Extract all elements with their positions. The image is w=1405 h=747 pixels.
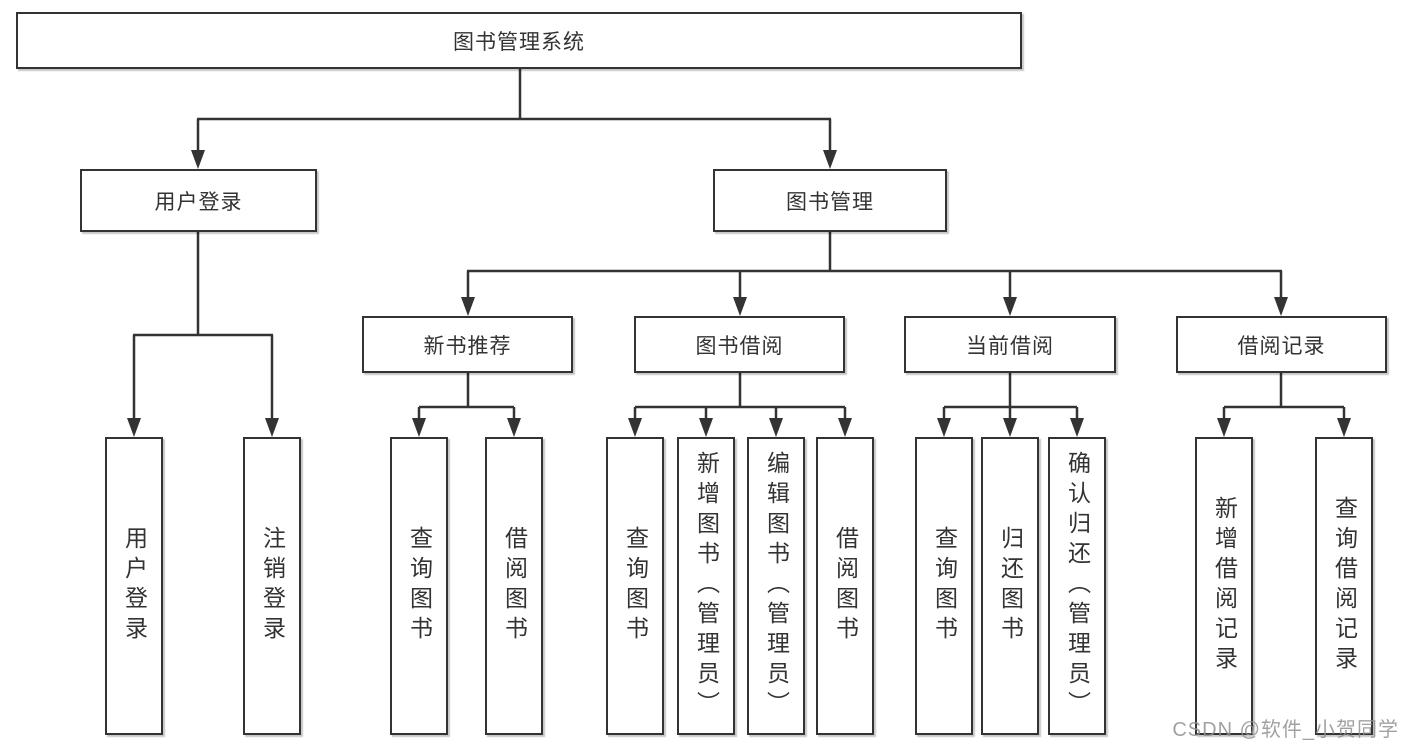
leaf-label: 确认归还（管理员） — [1064, 451, 1091, 721]
edge-record-to-leaves — [1217, 373, 1351, 437]
leaf-add-borrow-record: 新增借阅记录 — [1195, 437, 1253, 735]
leaf-borrow-search: 查询图书 — [606, 437, 664, 735]
leaf-label: 查询图书 — [622, 526, 649, 646]
edge-current-to-leaves — [937, 373, 1084, 437]
leaf-label: 新增图书（管理员） — [693, 451, 720, 721]
leaf-newbook-search: 查询图书 — [390, 437, 448, 735]
leaf-borrow-book: 借阅图书 — [816, 437, 874, 735]
leaf-user-login: 用户登录 — [105, 437, 163, 735]
leaf-borrow-edit-admin: 编辑图书（管理员） — [747, 437, 805, 735]
leaf-label: 新增借阅记录 — [1211, 496, 1238, 676]
edge-login-to-leaves — [127, 232, 279, 437]
node-book-borrowing: 图书借阅 — [634, 316, 845, 373]
node-root-system: 图书管理系统 — [16, 12, 1022, 69]
leaf-confirm-return-admin: 确认归还（管理员） — [1048, 437, 1106, 735]
leaf-label: 借阅图书 — [501, 526, 528, 646]
leaf-label: 查询图书 — [931, 526, 958, 646]
node-current-borrowing: 当前借阅 — [904, 316, 1116, 373]
leaf-label: 查询图书 — [406, 526, 433, 646]
leaf-label: 编辑图书（管理员） — [763, 451, 790, 721]
leaf-logout: 注销登录 — [243, 437, 301, 735]
edge-borrow-to-leaves — [628, 373, 852, 437]
node-new-book-recommend: 新书推荐 — [362, 316, 573, 373]
edge-management-to-groups — [461, 232, 1288, 316]
leaf-label: 查询借阅记录 — [1331, 496, 1358, 676]
node-borrowing-records: 借阅记录 — [1176, 316, 1387, 373]
leaf-newbook-borrow: 借阅图书 — [485, 437, 543, 735]
leaf-label: 归还图书 — [997, 526, 1024, 646]
leaf-return-book: 归还图书 — [981, 437, 1039, 735]
edge-root-to-branches — [191, 69, 837, 169]
leaf-borrow-add-admin: 新增图书（管理员） — [677, 437, 735, 735]
leaf-label: 用户登录 — [121, 526, 148, 646]
leaf-search-borrow-record: 查询借阅记录 — [1315, 437, 1373, 735]
node-book-management-branch: 图书管理 — [713, 169, 947, 232]
leaf-label: 借阅图书 — [832, 526, 859, 646]
leaf-label: 注销登录 — [259, 526, 286, 646]
leaf-current-search: 查询图书 — [915, 437, 973, 735]
node-user-login-branch: 用户登录 — [80, 169, 317, 232]
edge-newbook-to-leaves — [412, 373, 521, 437]
